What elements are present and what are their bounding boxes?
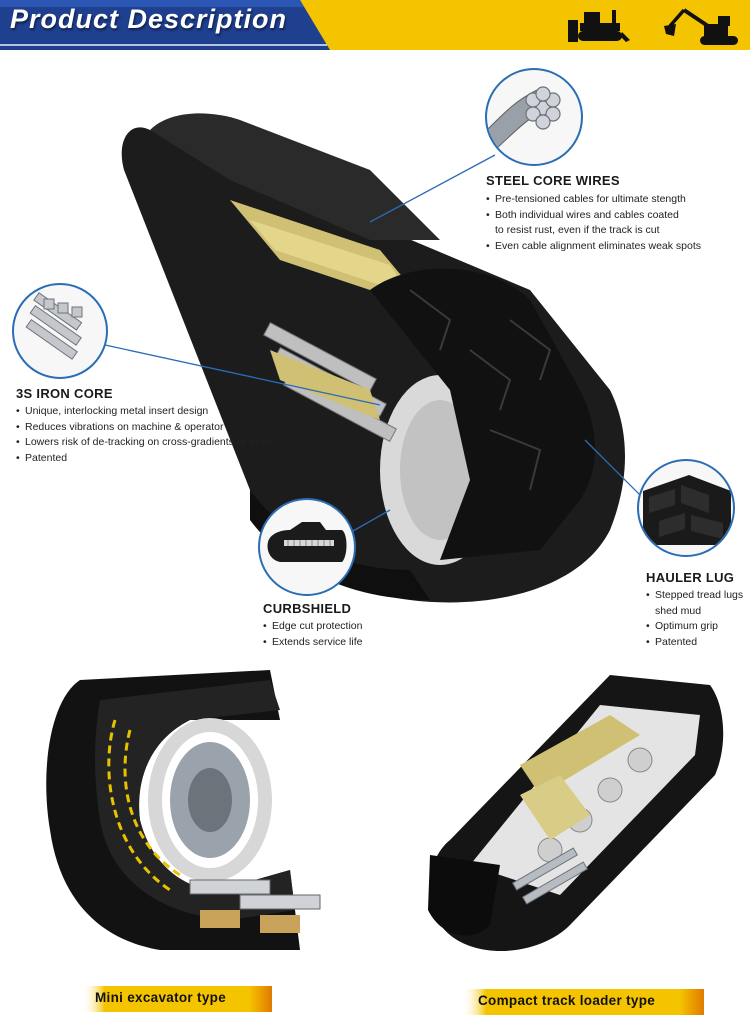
header-blue-band: [0, 0, 330, 50]
curbshield-detail-circle: [258, 498, 356, 596]
list-item: •Pre-tensioned cables for ultimate steng…: [486, 193, 686, 205]
list-item: shed mud: [655, 604, 702, 617]
curbshield-callout: CURBSHIELD •Edge cut protection •Extends…: [263, 601, 362, 650]
bulldozer-icon: [568, 10, 630, 42]
list-item: •Extends service life: [263, 635, 363, 648]
steel-core-list: •Pre-tensioned cables for ultimate steng…: [486, 192, 701, 254]
steel-cable-icon: [487, 86, 561, 149]
mini-excavator-track-image: [46, 670, 321, 950]
header-banner: Product Description: [0, 0, 750, 50]
hauler-lug-list: •Stepped tread lugs shed mud •Optimum gr…: [646, 588, 743, 650]
curbshield-title: CURBSHIELD: [263, 601, 352, 616]
list-item: •Both individual wires and cables coated: [486, 208, 679, 221]
iron-core-list: •Unique, interlocking metal insert desig…: [16, 404, 272, 466]
page-title: Product Description: [10, 4, 288, 34]
list-item: •Patented: [646, 635, 698, 648]
hauler-lug-title: HAULER LUG: [646, 570, 735, 585]
list-item: •Reduces vibrations on machine & operato…: [16, 420, 224, 433]
list-item: •Edge cut protection: [263, 620, 363, 632]
iron-core-title: 3S IRON CORE: [16, 386, 113, 401]
iron-core-icon: [25, 292, 83, 360]
steel-core-detail-circle: [485, 68, 583, 166]
list-item: to resist rust, even if the track is cut: [495, 224, 660, 236]
curbshield-profile-icon: [267, 522, 347, 562]
curbshield-list: •Edge cut protection •Extends service li…: [263, 619, 362, 650]
compact-track-loader-label: Compact track loader type: [478, 993, 656, 1008]
hauler-lug-callout: HAULER LUG •Stepped tread lugs shed mud …: [646, 570, 743, 650]
list-item: •Even cable alignment eliminates weak sp…: [486, 239, 702, 252]
iron-core-callout: 3S IRON CORE •Unique, interlocking metal…: [16, 386, 272, 466]
mini-label-banner-bg: [82, 986, 272, 1012]
list-item: •Lowers risk of de-tracking on cross-gra…: [16, 436, 273, 448]
hauler-lug-icon: [643, 475, 731, 545]
steel-core-title: STEEL CORE WIRES: [486, 173, 620, 188]
mini-excavator-label: Mini excavator type: [95, 990, 226, 1005]
excavator-icon: [664, 8, 738, 45]
compact-track-loader-image: [428, 675, 724, 952]
list-item: •Unique, interlocking metal insert desig…: [16, 405, 209, 417]
list-item: •Optimum grip: [646, 620, 719, 632]
rubber-track-illustration: [121, 113, 626, 603]
list-item: •Stepped tread lugs: [646, 589, 744, 601]
steel-core-callout: STEEL CORE WIRES •Pre-tensioned cables f…: [486, 173, 701, 254]
hauler-lug-detail-circle: [637, 459, 735, 557]
iron-core-detail-circle: [12, 283, 108, 379]
ctl-label-banner-bg: [462, 989, 704, 1015]
list-item: •Patented: [16, 451, 68, 464]
